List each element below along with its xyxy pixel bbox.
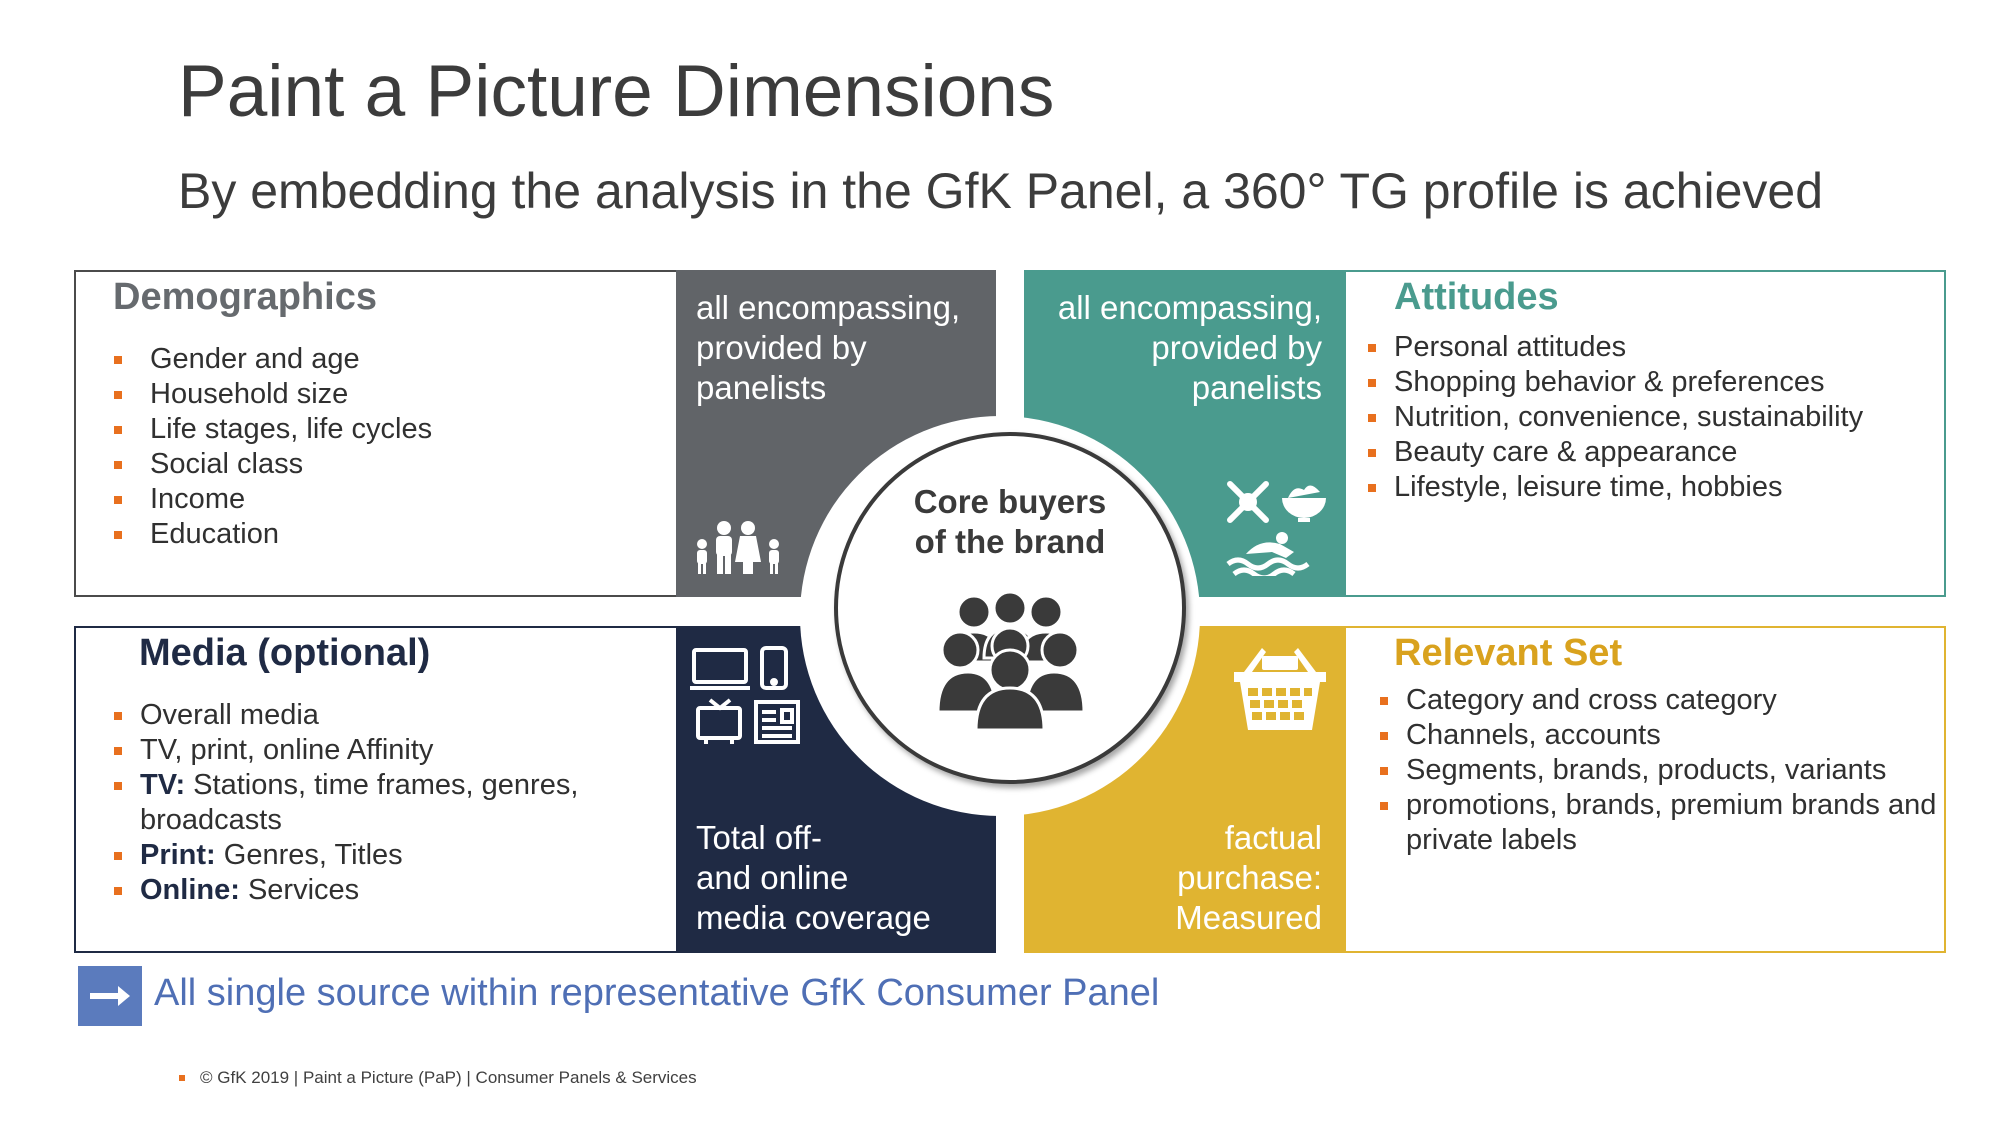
demographics-heading: Demographics xyxy=(113,276,377,318)
relevant-set-list: Category and cross category Channels, ac… xyxy=(1378,683,1936,858)
list-item: Beauty care & appearance xyxy=(1366,435,1863,470)
list-item: Gender and age xyxy=(112,342,432,377)
list-item: Nutrition, convenience, sustainability xyxy=(1366,400,1863,435)
attitudes-panel-text: all encompassing, provided by panelists xyxy=(1057,289,1322,406)
list-item: TV, print, online Affinity xyxy=(112,733,578,768)
list-item-continuation: private labels xyxy=(1406,824,1577,856)
list-item: Print: Genres, Titles xyxy=(112,838,578,873)
attitudes-heading: Attitudes xyxy=(1394,276,1559,318)
relevant-set-box xyxy=(1344,626,1946,953)
list-item: Segments, brands, products, variants xyxy=(1378,753,1936,788)
list-item: Overall media xyxy=(112,698,578,733)
media-heading: Media (optional) xyxy=(139,632,431,674)
demographics-panel-text: all encompassing, provided by panelists xyxy=(696,289,961,406)
media-devices-icon xyxy=(690,646,800,744)
relevant-set-heading: Relevant Set xyxy=(1394,632,1623,674)
list-item: Shopping behavior & preferences xyxy=(1366,365,1863,400)
list-item: Life stages, life cycles xyxy=(112,412,432,447)
demographics-list: Gender and age Household size Life stage… xyxy=(112,342,432,552)
people-group-icon xyxy=(938,592,1084,730)
copyright-bullet xyxy=(179,1075,185,1081)
list-item: Social class xyxy=(112,447,432,482)
media-box xyxy=(74,626,678,953)
copyright-text: © GfK 2019 | Paint a Picture (PaP) | Con… xyxy=(200,1068,697,1087)
list-item: Income xyxy=(112,482,432,517)
list-item-continuation: broadcasts xyxy=(140,804,282,836)
arrow-right-icon xyxy=(78,966,142,1026)
media-list: Overall media TV, print, online Affinity… xyxy=(112,698,578,908)
shopping-basket-icon xyxy=(1234,648,1326,730)
core-buyers-text: Core buyers of the brand xyxy=(913,483,1107,560)
list-item: Household size xyxy=(112,377,432,412)
family-icon xyxy=(697,521,779,574)
list-item: Education xyxy=(112,517,432,552)
attitudes-list: Personal attitudes Shopping behavior & p… xyxy=(1366,330,1863,505)
list-item: Category and cross category xyxy=(1378,683,1936,718)
list-item: Channels, accounts xyxy=(1378,718,1936,753)
list-item: Lifestyle, leisure time, hobbies xyxy=(1366,470,1863,505)
relevant-set-panel-text: factual purchase: Measured xyxy=(1175,819,1322,936)
single-source-statement: All single source within representative … xyxy=(154,972,1160,1014)
page-title: Paint a Picture Dimensions xyxy=(178,51,1055,132)
list-item: promotions, brands, premium brands and xyxy=(1378,788,1936,823)
attitudes-box xyxy=(1344,270,1946,597)
page-subtitle: By embedding the analysis in the GfK Pan… xyxy=(178,163,1824,219)
list-item: TV: Stations, time frames, genres, xyxy=(112,768,578,803)
list-item: Personal attitudes xyxy=(1366,330,1863,365)
demographics-box xyxy=(74,270,678,597)
media-panel-text: Total off- and online media coverage xyxy=(696,819,931,936)
lifestyle-icon xyxy=(1226,481,1326,576)
list-item: Online: Services xyxy=(112,873,578,908)
